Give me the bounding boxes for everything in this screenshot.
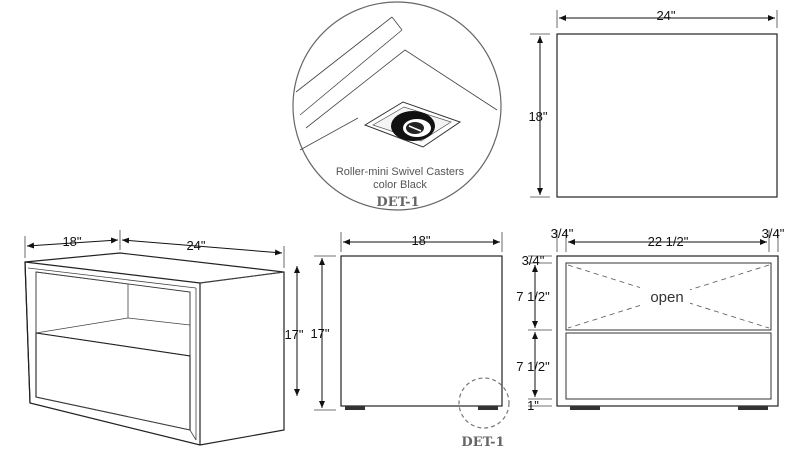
- top-view: 24" 18": [528, 8, 778, 198]
- detail-callout-circle: [458, 377, 510, 429]
- open-label: open: [650, 289, 683, 306]
- side-detail-ref: DET-1: [461, 435, 504, 450]
- top-width-label: 24": [656, 8, 675, 23]
- iso-height-label: 17": [284, 327, 303, 342]
- front-view: open 3/4" 22 1/2" 3/4" 3/4" 7 1/2" 7 1/2…: [516, 226, 784, 413]
- iso-width-label: 24": [186, 238, 205, 253]
- side-depth-label: 18": [411, 233, 430, 248]
- front-left-side-label: 3/4": [551, 226, 574, 241]
- front-right-side-label: 3/4": [762, 226, 785, 241]
- front-base-label: 1": [527, 398, 539, 413]
- front-drawer: [565, 332, 772, 400]
- front-drawer-height-label: 7 1/2": [516, 359, 550, 374]
- front-inner-width-label: 22 1/2": [648, 234, 689, 249]
- top-depth-label: 18": [528, 109, 547, 124]
- front-top-panel-label: 3/4": [522, 253, 545, 268]
- iso-depth-label: 18": [62, 234, 81, 249]
- side-panel: [340, 255, 503, 407]
- iso-view: 18" 24" 17": [24, 230, 304, 446]
- top-panel: [556, 33, 778, 198]
- side-height-label: 17": [310, 326, 329, 341]
- caster-detail: Roller-mini Swivel Casters color Black D…: [292, 1, 502, 211]
- caster-caption-1: Roller-mini Swivel Casters: [336, 166, 465, 178]
- front-open-height-label: 7 1/2": [516, 289, 550, 304]
- detail-label: DET-1: [376, 195, 419, 210]
- caster-caption-2: color Black: [373, 179, 427, 191]
- side-view: 18" 17" DET-1: [310, 232, 510, 450]
